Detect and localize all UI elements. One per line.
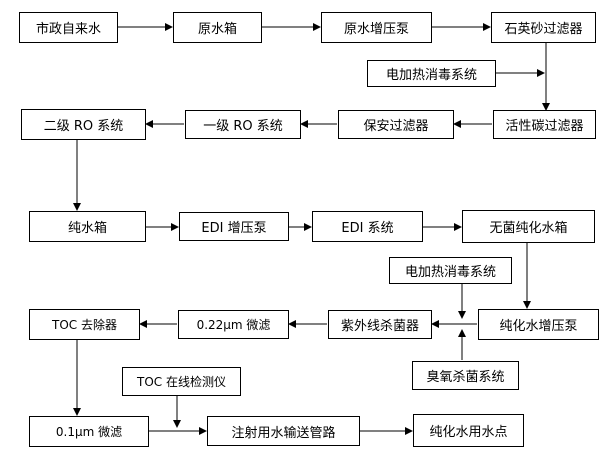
node-edi-pump: EDI 增压泵 [179,212,289,241]
node-edi-system: EDI 系统 [312,211,423,242]
node-sterile-tank: 无菌纯化水箱 [462,210,595,243]
node-use-point: 纯化水用水点 [413,414,524,447]
node-carbon-filter: 活性碳过滤器 [493,110,596,139]
node-ozone-system: 臭氧杀菌系统 [412,361,519,390]
node-pure-tank: 纯水箱 [29,211,146,242]
node-heat-disinfect-1: 电加热消毒系统 [367,60,496,87]
node-municipal-water: 市政自来水 [19,12,118,43]
node-ro-stage2: 二级 RO 系统 [21,109,146,140]
node-filter-022: 0.22μm 微滤 [178,310,289,339]
node-filter-01: 0.1μm 微滤 [29,416,149,447]
node-uv-sterilizer: 紫外线杀菌器 [328,310,432,339]
node-raw-pump: 原水增压泵 [321,12,432,43]
node-purified-pump: 纯化水增压泵 [478,309,599,340]
node-security-filter: 保安过滤器 [338,110,454,139]
node-heat-disinfect-2: 电加热消毒系统 [389,257,512,284]
node-injection-pipe: 注射用水输送管路 [207,416,360,446]
node-toc-remover: TOC 去除器 [29,309,140,340]
node-toc-detector: TOC 在线检测仪 [122,367,241,396]
node-ro-stage1: 一级 RO 系统 [185,110,301,139]
node-quartz-filter: 石英砂过滤器 [491,12,596,43]
node-raw-tank: 原水箱 [173,12,262,43]
